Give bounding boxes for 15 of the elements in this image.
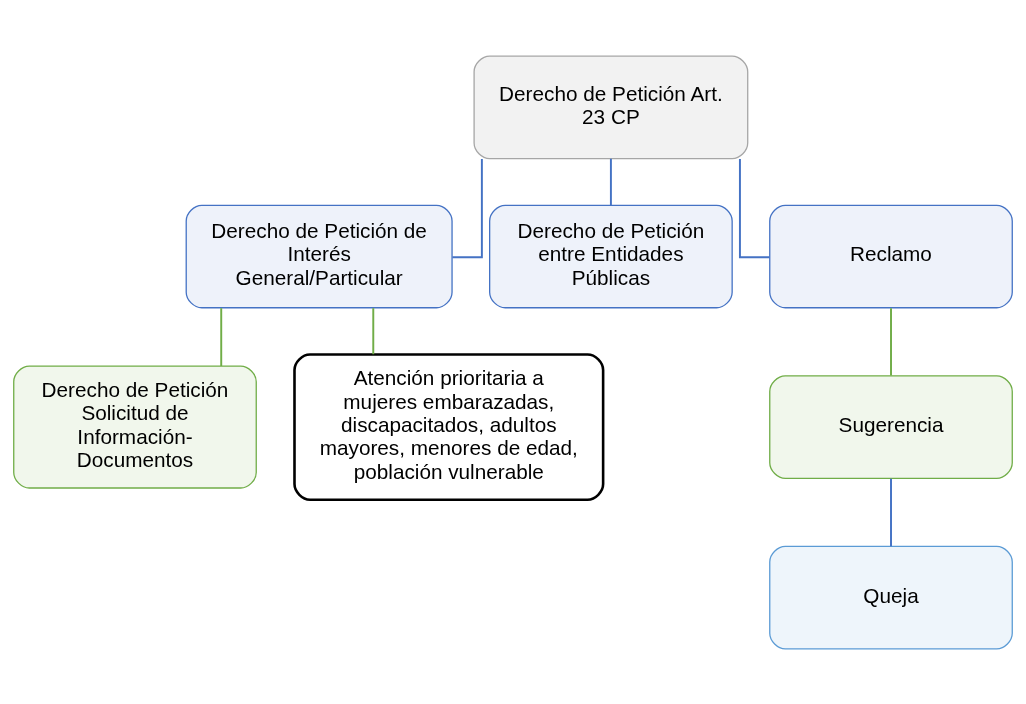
node-box: Derecho de Petición Solicitud de Información-Documentos <box>13 364 257 489</box>
connector <box>890 306 892 377</box>
node-box: Derecho de Petición entre Entidades Públicas <box>489 204 733 308</box>
connector <box>451 157 483 258</box>
connector <box>890 477 892 547</box>
connector <box>220 306 223 367</box>
node-box: Derecho de Petición de Interés General/Particular <box>185 204 453 308</box>
node-box: Reclamo <box>769 204 1013 308</box>
connector <box>738 157 771 258</box>
node-box: Derecho de Petición Art. 23 CP <box>473 55 749 159</box>
node-box: Queja <box>769 545 1013 649</box>
connector <box>609 157 612 206</box>
connector <box>372 306 375 355</box>
node-box: Sugerencia <box>769 374 1013 479</box>
node-box: Atención prioritaria a mujeres embarazadas, discapacitados, adultos mayores, menores de edad, población vulnerable <box>293 352 605 501</box>
